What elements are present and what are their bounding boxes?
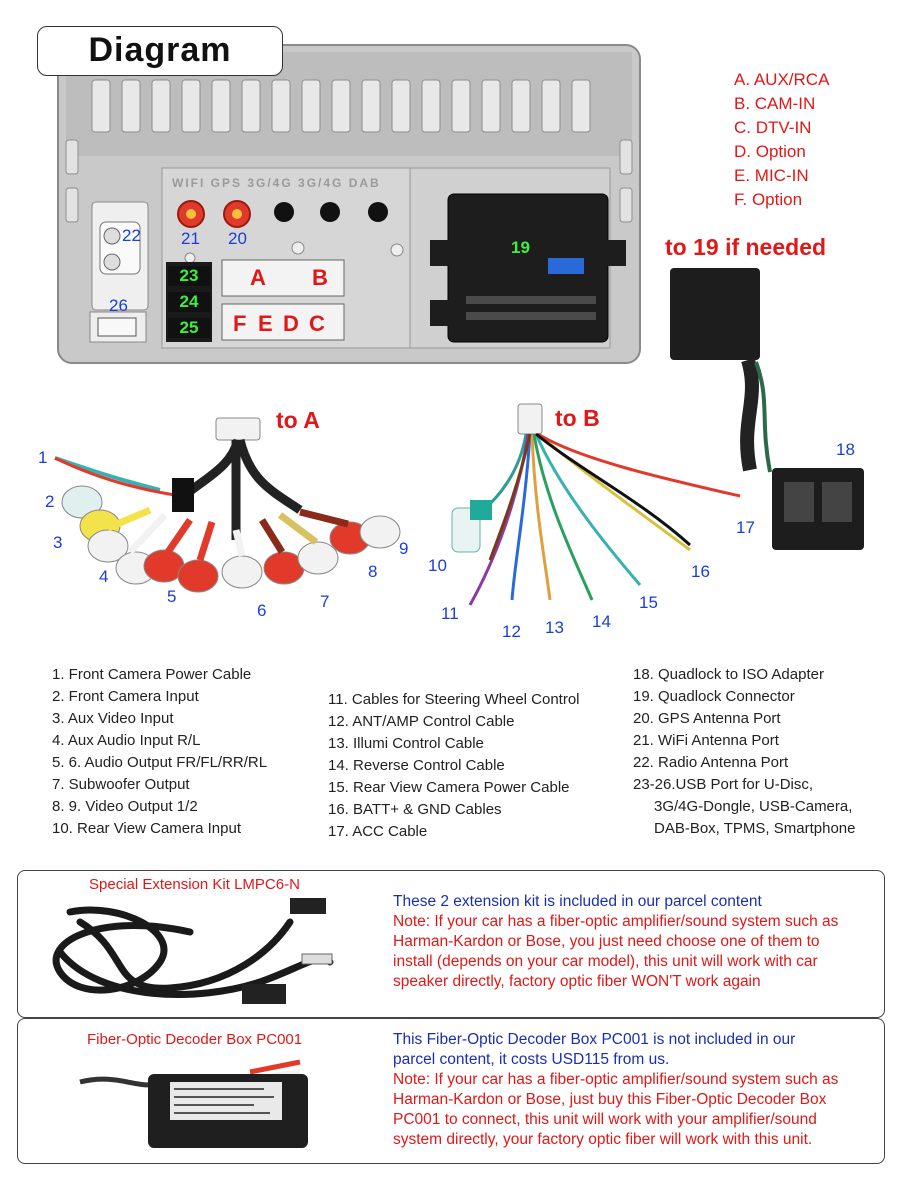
connector-e-label: E <box>258 311 273 336</box>
port-21-label: 21 <box>181 229 200 248</box>
connector-c-label: C <box>309 311 325 336</box>
ports-legend: A. AUX/RCA B. CAM-IN C. DTV-IN D. Option… <box>734 68 829 212</box>
description-column-2: 11. Cables for Steering Wheel Control 12… <box>328 689 580 843</box>
legend-item: C. DTV-IN <box>734 118 812 137</box>
note-line: install (depends on your car model), thi… <box>393 953 818 970</box>
description-item: 16. BATT+ & GND Cables <box>328 801 502 818</box>
description-item: 5. 6. Audio Output FR/FL/RR/RL <box>52 754 268 771</box>
note-line: PC001 to connect, this unit will work wi… <box>393 1111 817 1128</box>
wire-3-label: 3 <box>53 533 63 552</box>
legend-item: A. AUX/RCA <box>734 70 830 89</box>
extension-kit-included-note: These 2 extension kit is included in our… <box>393 893 762 910</box>
description-item: 14. Reverse Control Cable <box>328 757 505 774</box>
note-line: system directly, your factory optic fibe… <box>393 1131 813 1148</box>
wire-15-label: 15 <box>639 593 658 612</box>
description-item: 22. Radio Antenna Port <box>633 754 789 771</box>
wire-11-label: 11 <box>441 604 459 623</box>
port-26-label: 26 <box>109 296 128 315</box>
control-harness <box>451 403 741 606</box>
note-line: Note: If your car has a fiber-optic ampl… <box>393 913 839 930</box>
note-line: Harman-Kardon or Bose, you just need cho… <box>393 933 820 950</box>
extension-kit-title: Special Extension Kit LMPC6-N <box>89 876 300 893</box>
port-labels: WIFI GPS 3G/4G 3G/4G DAB <box>172 176 381 190</box>
wire-12-label: 12 <box>502 622 521 641</box>
note-line: speaker directly, factory optic fiber WO… <box>393 973 761 990</box>
decoder-box-price-note: This Fiber-Optic Decoder Box PC001 is no… <box>393 1030 795 1070</box>
note-line: Note: If your car has a fiber-optic ampl… <box>393 1071 839 1088</box>
usb-24-label: 24 <box>168 292 210 312</box>
description-item: 10. Rear View Camera Input <box>52 820 241 837</box>
wire-7-label: 7 <box>320 592 330 611</box>
description-item: 13. Illumi Control Cable <box>328 735 484 752</box>
note-line: This Fiber-Optic Decoder Box PC001 is no… <box>393 1031 796 1048</box>
description-item: DAB-Box, TPMS, Smartphone <box>654 820 856 837</box>
to19-label: to 19 if needed <box>665 234 827 260</box>
note-line: parcel content, it costs USD115 from us. <box>393 1051 670 1068</box>
description-item: 15. Rear View Camera Power Cable <box>328 779 570 796</box>
wire-14-label: 14 <box>592 612 611 631</box>
description-item: 2. Front Camera Input <box>52 688 199 705</box>
port-19-label: 19 <box>511 238 530 257</box>
legend-item: E. MIC-IN <box>734 166 809 185</box>
rca-harness <box>54 417 401 593</box>
description-item: 1. Front Camera Power Cable <box>52 666 252 683</box>
description-item: 4. Aux Audio Input R/L <box>52 732 201 749</box>
legend-item: F. Option <box>734 190 803 209</box>
port-20-label: 20 <box>228 229 247 248</box>
description-item: 18. Quadlock to ISO Adapter <box>633 666 824 683</box>
description-item: 12. ANT/AMP Control Cable <box>328 713 515 730</box>
wire-1-label: 1 <box>38 448 48 467</box>
description-item: 3. Aux Video Input <box>52 710 174 727</box>
description-item: 21. WiFi Antenna Port <box>633 732 779 749</box>
legend-item: B. CAM-IN <box>734 94 816 113</box>
description-item: 8. 9. Video Output 1/2 <box>52 798 198 815</box>
wire-13-label: 13 <box>545 618 564 637</box>
port-22-label: 22 <box>122 226 141 245</box>
usb-25-label: 25 <box>168 318 210 338</box>
connector-f-label: F <box>233 311 247 336</box>
description-item: 3G/4G-Dongle, USB-Camera, <box>654 798 853 815</box>
connector-b-label: B <box>312 265 328 290</box>
wire-18-label: 18 <box>836 440 855 459</box>
wire-5-label: 5 <box>167 587 177 606</box>
wire-4-label: 4 <box>99 567 109 586</box>
note-line: Harman-Kardon or Bose, just buy this Fib… <box>393 1091 827 1108</box>
extension-kit-image <box>52 898 334 1004</box>
connector-d-label: D <box>283 311 299 336</box>
page-title: Diagram <box>37 26 283 76</box>
wire-2-label: 2 <box>45 492 55 511</box>
usb-23-label: 23 <box>168 266 210 286</box>
description-item: 19. Quadlock Connector <box>633 688 795 705</box>
description-column-1: 1. Front Camera Power Cable 2. Front Cam… <box>52 664 267 840</box>
wire-16-label: 16 <box>691 562 710 581</box>
description-item: 11. Cables for Steering Wheel Control <box>328 691 580 708</box>
description-item: 17. ACC Cable <box>328 823 428 840</box>
decoder-box-note: Note: If your car has a fiber-optic ampl… <box>393 1070 838 1150</box>
wire-8-label: 8 <box>368 562 378 581</box>
description-column-3: 18. Quadlock to ISO Adapter 19. Quadlock… <box>633 664 855 840</box>
wire-6-label: 6 <box>257 601 267 620</box>
toB-label: to B <box>555 405 600 431</box>
description-item: 20. GPS Antenna Port <box>633 710 781 727</box>
description-item: 23-26.USB Port for U-Disc, <box>633 776 814 793</box>
extension-kit-note: Note: If your car has a fiber-optic ampl… <box>393 912 838 992</box>
wire-10-label: 10 <box>428 556 447 575</box>
quadlock-adapter <box>670 268 864 550</box>
wire-17-label: 17 <box>736 518 755 537</box>
description-item: 7. Subwoofer Output <box>52 776 190 793</box>
wire-9-label: 9 <box>399 539 409 558</box>
toA-label: to A <box>276 407 320 433</box>
decoder-box-image <box>79 1059 308 1148</box>
legend-item: D. Option <box>734 142 806 161</box>
connector-a-label: A <box>250 265 266 290</box>
decoder-box-title: Fiber-Optic Decoder Box PC001 <box>87 1031 303 1048</box>
